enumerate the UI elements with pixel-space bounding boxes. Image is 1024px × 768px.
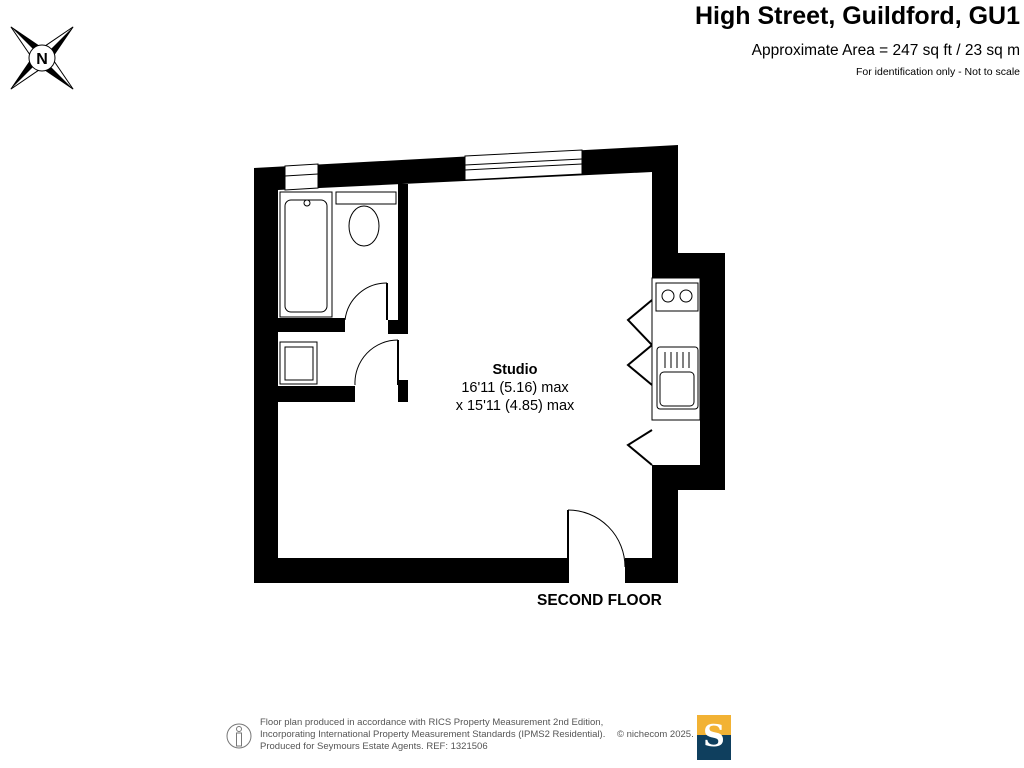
copyright: © nichecom 2025. — [617, 729, 694, 740]
footer-line: Produced for Seymours Estate Agents. REF… — [260, 741, 488, 752]
room-dimension-length: x 15'11 (4.85) max — [455, 398, 575, 414]
basin — [279, 341, 318, 385]
footer-line: Incorporating International Property Mea… — [260, 729, 606, 740]
compass-letter: N — [36, 51, 48, 68]
toilet — [335, 191, 397, 247]
walls — [254, 145, 725, 585]
approximate-area: Approximate Area = 247 sq ft / 23 sq m — [751, 42, 1020, 59]
footer-text: Floor plan produced in accordance with R… — [260, 717, 605, 753]
person-icon — [226, 723, 252, 749]
kitchen-units — [651, 277, 701, 421]
floor-label: SECOND FLOOR — [537, 592, 662, 609]
agent-logo: S — [697, 715, 731, 760]
window — [464, 149, 583, 181]
door — [344, 282, 654, 583]
room-name: Studio — [492, 362, 538, 378]
disclaimer-note: For identification only - Not to scale — [856, 66, 1020, 78]
property-title: High Street, Guildford, GU1 — [694, 2, 1020, 30]
compass-north-icon: N — [10, 26, 74, 90]
room-dimension-width: 16'11 (5.16) max — [461, 380, 569, 396]
window — [284, 163, 319, 191]
logo-letter: S — [703, 719, 725, 754]
footer-line: Floor plan produced in accordance with R… — [260, 717, 604, 728]
bathtub — [279, 191, 333, 318]
